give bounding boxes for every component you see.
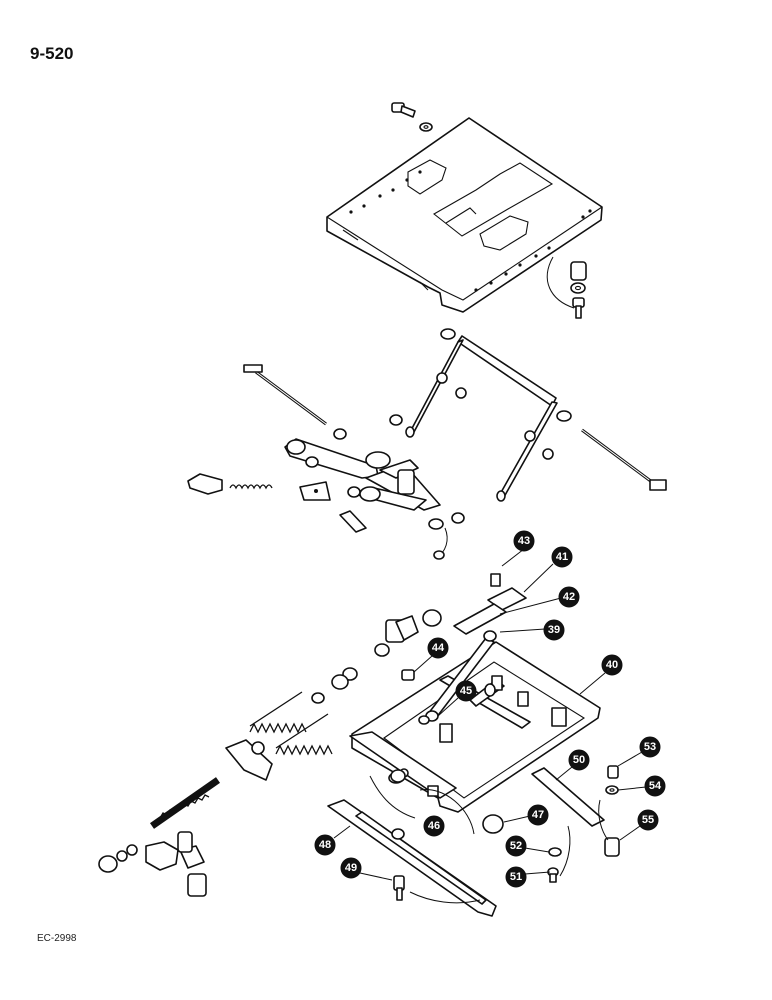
seat-top-plate <box>326 117 603 313</box>
frame-bushings <box>311 609 504 835</box>
callout-53: 53 <box>617 736 661 767</box>
callout-48: 48 <box>314 825 351 856</box>
rod-right <box>581 428 667 491</box>
cushion-plate <box>453 573 527 635</box>
svg-text:52: 52 <box>510 840 522 852</box>
top-bolt <box>391 102 433 132</box>
small-spring-and-clips <box>187 473 448 560</box>
callout-45: 45 <box>437 680 477 717</box>
callout-52: 52 <box>505 835 550 857</box>
upper-scissor-frame <box>389 328 572 502</box>
callout-42: 42 <box>499 586 580 615</box>
svg-text:39: 39 <box>548 624 560 636</box>
callouts: 43 41 42 39 40 44 45 46 <box>314 530 666 888</box>
callout-47: 47 <box>503 804 549 826</box>
svg-text:46: 46 <box>428 820 440 832</box>
callout-55: 55 <box>619 809 659 841</box>
callout-41: 41 <box>523 546 573 593</box>
callout-51: 51 <box>505 866 551 888</box>
callout-44: 44 <box>413 637 449 673</box>
svg-text:43: 43 <box>518 535 530 547</box>
figure-code: EC-2998 <box>37 933 77 944</box>
callout-39: 39 <box>499 619 565 641</box>
svg-text:45: 45 <box>460 685 472 697</box>
callout-54: 54 <box>617 775 666 797</box>
svg-text:50: 50 <box>573 754 585 766</box>
svg-text:41: 41 <box>556 551 568 563</box>
top-plate-fasteners <box>546 256 587 319</box>
svg-text:44: 44 <box>432 642 445 654</box>
svg-text:53: 53 <box>644 741 656 753</box>
svg-text:47: 47 <box>532 809 544 821</box>
callout-49: 49 <box>340 857 393 881</box>
svg-text:55: 55 <box>642 814 654 826</box>
rod-left <box>243 364 327 426</box>
right-bar <box>531 767 605 827</box>
svg-text:48: 48 <box>319 839 331 851</box>
callout-40: 40 <box>579 654 623 695</box>
callout-43: 43 <box>501 530 535 567</box>
adjuster-screw <box>98 777 221 897</box>
callout-46: 46 <box>423 815 445 837</box>
main-springs <box>225 691 333 781</box>
svg-text:40: 40 <box>606 659 618 671</box>
svg-text:49: 49 <box>345 862 357 874</box>
svg-text:42: 42 <box>563 591 575 603</box>
page-number: 9-520 <box>30 44 74 63</box>
lever-arms <box>284 428 465 533</box>
lower-strap <box>327 799 497 917</box>
svg-text:54: 54 <box>649 780 662 792</box>
callout-50: 50 <box>555 749 590 781</box>
svg-text:51: 51 <box>510 871 522 883</box>
